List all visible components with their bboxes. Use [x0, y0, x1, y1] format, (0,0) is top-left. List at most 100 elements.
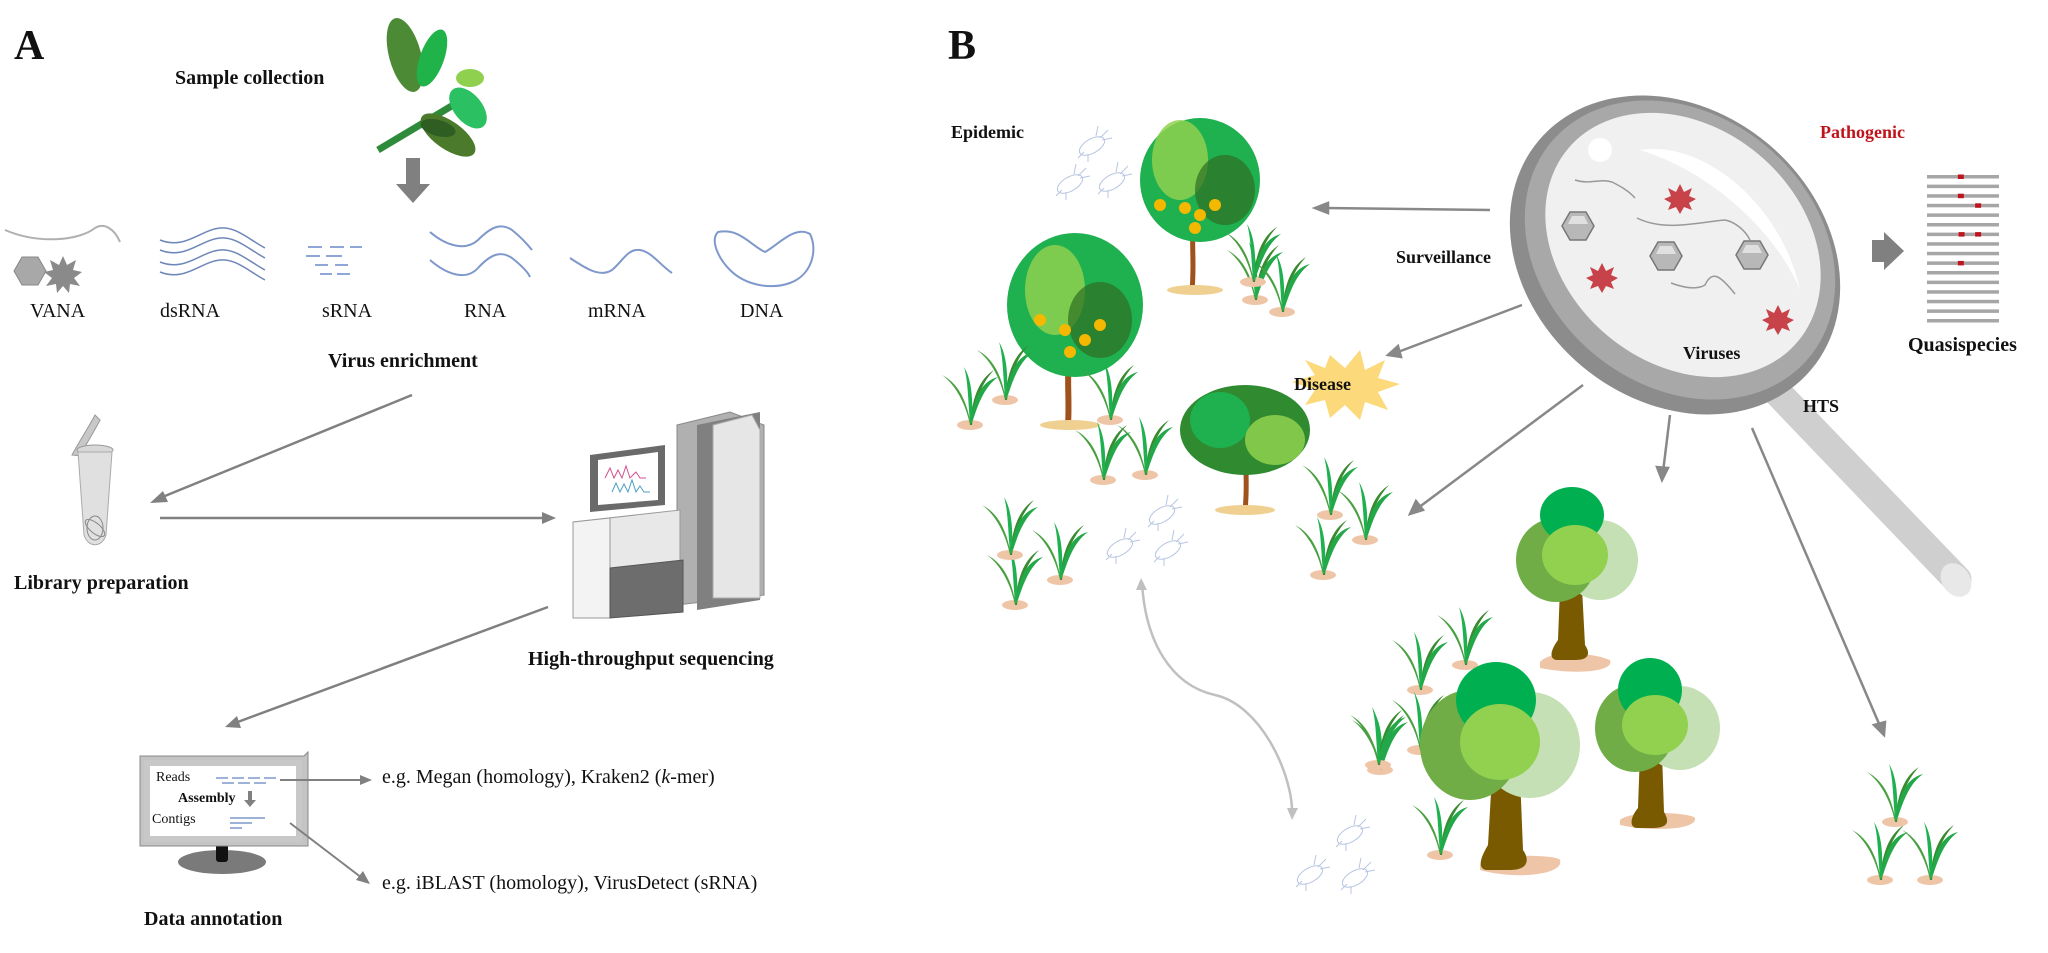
- grass-icon: [1032, 522, 1088, 585]
- monitor-contigs-label: Contigs: [152, 812, 196, 827]
- insect-icon: [1338, 857, 1376, 895]
- nucleic-label-mrna: mRNA: [588, 300, 646, 322]
- pathogenic-virus-icon: [1586, 263, 1618, 293]
- healthy-tree-icon: [1595, 658, 1720, 830]
- tube-icon: [71, 414, 114, 546]
- mutation-mark: [1975, 232, 1982, 237]
- contigs-tools-text: e.g. iBLAST (homology), VirusDetect (sRN…: [382, 872, 758, 894]
- sequencer-icon: [572, 411, 765, 619]
- grass-icon: [1437, 607, 1493, 670]
- nucleic-label-rna: RNA: [464, 300, 507, 322]
- grass-icon: [1337, 482, 1393, 545]
- hts-short-label: HTS: [1803, 396, 1840, 416]
- panel-b-letter: B: [948, 23, 977, 69]
- insect-icon: [1095, 161, 1133, 199]
- virus-capsid-icon: [1561, 211, 1595, 241]
- quasispecies-alignment: [1927, 174, 1999, 323]
- surveillance-label: Surveillance: [1396, 247, 1491, 267]
- grass-icon: [1852, 822, 1908, 885]
- quasispecies-row: [1927, 290, 1999, 294]
- healthy-tree-icon: [1420, 662, 1580, 876]
- transmission-arrow: [1136, 578, 1298, 820]
- reads-tools-text: e.g. Megan (homology), Kraken2 (k-mer): [382, 766, 715, 789]
- arrow-to-sequencer: [160, 512, 556, 524]
- right-arrow-icon: [1872, 232, 1904, 270]
- nucleic-label-dsrna: dsRNA: [160, 300, 221, 322]
- arrow-to-annotation: [225, 605, 549, 728]
- quasispecies-row: [1927, 203, 1999, 208]
- monitor-assembly-label: Assembly: [178, 791, 236, 806]
- fruit-tree-icon: [1007, 233, 1143, 430]
- bush-tree-icon: [1180, 385, 1310, 515]
- disease-label: Disease: [1294, 374, 1351, 394]
- nucleic-label-vana: VANA: [30, 300, 86, 322]
- arrow-to-healthy-tree: [1661, 414, 1672, 473]
- virus-enrichment-label: Virus enrichment: [328, 350, 478, 372]
- viruses-label: Viruses: [1683, 343, 1741, 363]
- insect-icon: [1053, 163, 1091, 201]
- quasispecies-row: [1927, 251, 1999, 256]
- rna-icon: [429, 225, 533, 278]
- quasispecies-row: [1927, 271, 1999, 275]
- sample-collection-label: Sample collection: [175, 67, 325, 89]
- magnifying-glass-icon: [1509, 95, 1972, 597]
- pathogenic-virus-icon: [1664, 184, 1696, 214]
- arrow-to-epidemic: [1324, 206, 1491, 212]
- srna-icon: [306, 246, 362, 275]
- virus-capsid-icon: [1735, 240, 1769, 270]
- arrow-to-disease: [1397, 303, 1523, 354]
- quasispecies-row: [1927, 223, 1999, 227]
- insect-icon: [1103, 527, 1141, 565]
- arrow-to-grass: [1417, 383, 1584, 510]
- grass-icon: [1295, 517, 1351, 580]
- disease-burst-icon: [1292, 350, 1400, 420]
- insect-icon: [1151, 529, 1189, 567]
- arrow-contigs-tools: [289, 822, 370, 884]
- epidemic-label: Epidemic: [951, 122, 1025, 142]
- grass-icon: [1075, 422, 1131, 485]
- quasispecies-row: [1927, 184, 1999, 189]
- insect-icon: [1333, 814, 1371, 852]
- data-annotation-label: Data annotation: [144, 908, 283, 930]
- quasispecies-label: Quasispecies: [1908, 334, 2017, 356]
- panel-a-letter: A: [14, 23, 45, 69]
- hts-label: High-throughput sequencing: [528, 648, 774, 670]
- grass-icon: [942, 367, 998, 430]
- quasispecies-row: [1927, 213, 1999, 217]
- mutation-mark: [1975, 203, 1982, 208]
- virus-capsid-icon: [1649, 241, 1683, 271]
- dna-icon: [713, 230, 815, 288]
- pathogenic-virus-icon: [1762, 305, 1794, 335]
- library-preparation-label: Library preparation: [14, 572, 189, 594]
- quasispecies-row: [1927, 280, 1999, 285]
- healthy-tree-icon: [1516, 487, 1638, 672]
- grass-icon: [1350, 707, 1406, 770]
- arrow-to-grass-right: [1750, 427, 1882, 727]
- grass-icon: [1867, 764, 1923, 827]
- insect-icon: [1075, 125, 1113, 163]
- mutation-mark: [1957, 193, 1964, 199]
- reads-tools-prefix: e.g. Megan (homology), Kraken2 (: [382, 766, 662, 788]
- mutation-mark: [1957, 174, 1964, 179]
- quasispecies-row: [1927, 299, 1999, 304]
- mrna-icon: [569, 248, 673, 274]
- grass-icon: [982, 497, 1038, 560]
- plant-icon: [376, 18, 487, 157]
- down-arrow-icon: [396, 158, 430, 203]
- grass-icon: [1302, 457, 1358, 520]
- insect-icon: [1293, 854, 1331, 892]
- quasispecies-row: [1927, 319, 1999, 323]
- dsrna-icon: [159, 227, 266, 281]
- pathogenic-label: Pathogenic: [1820, 122, 1905, 142]
- grass-icon: [1254, 254, 1310, 317]
- fruit-tree-icon: [1140, 118, 1260, 295]
- grass-icon: [1392, 632, 1448, 695]
- mutation-mark: [1957, 260, 1964, 266]
- vana-icon: [4, 224, 121, 293]
- mutation-mark: [1958, 232, 1965, 237]
- grass-icon: [1412, 797, 1468, 860]
- monitor-reads-label: Reads: [156, 770, 191, 785]
- arrow-to-library: [150, 393, 413, 503]
